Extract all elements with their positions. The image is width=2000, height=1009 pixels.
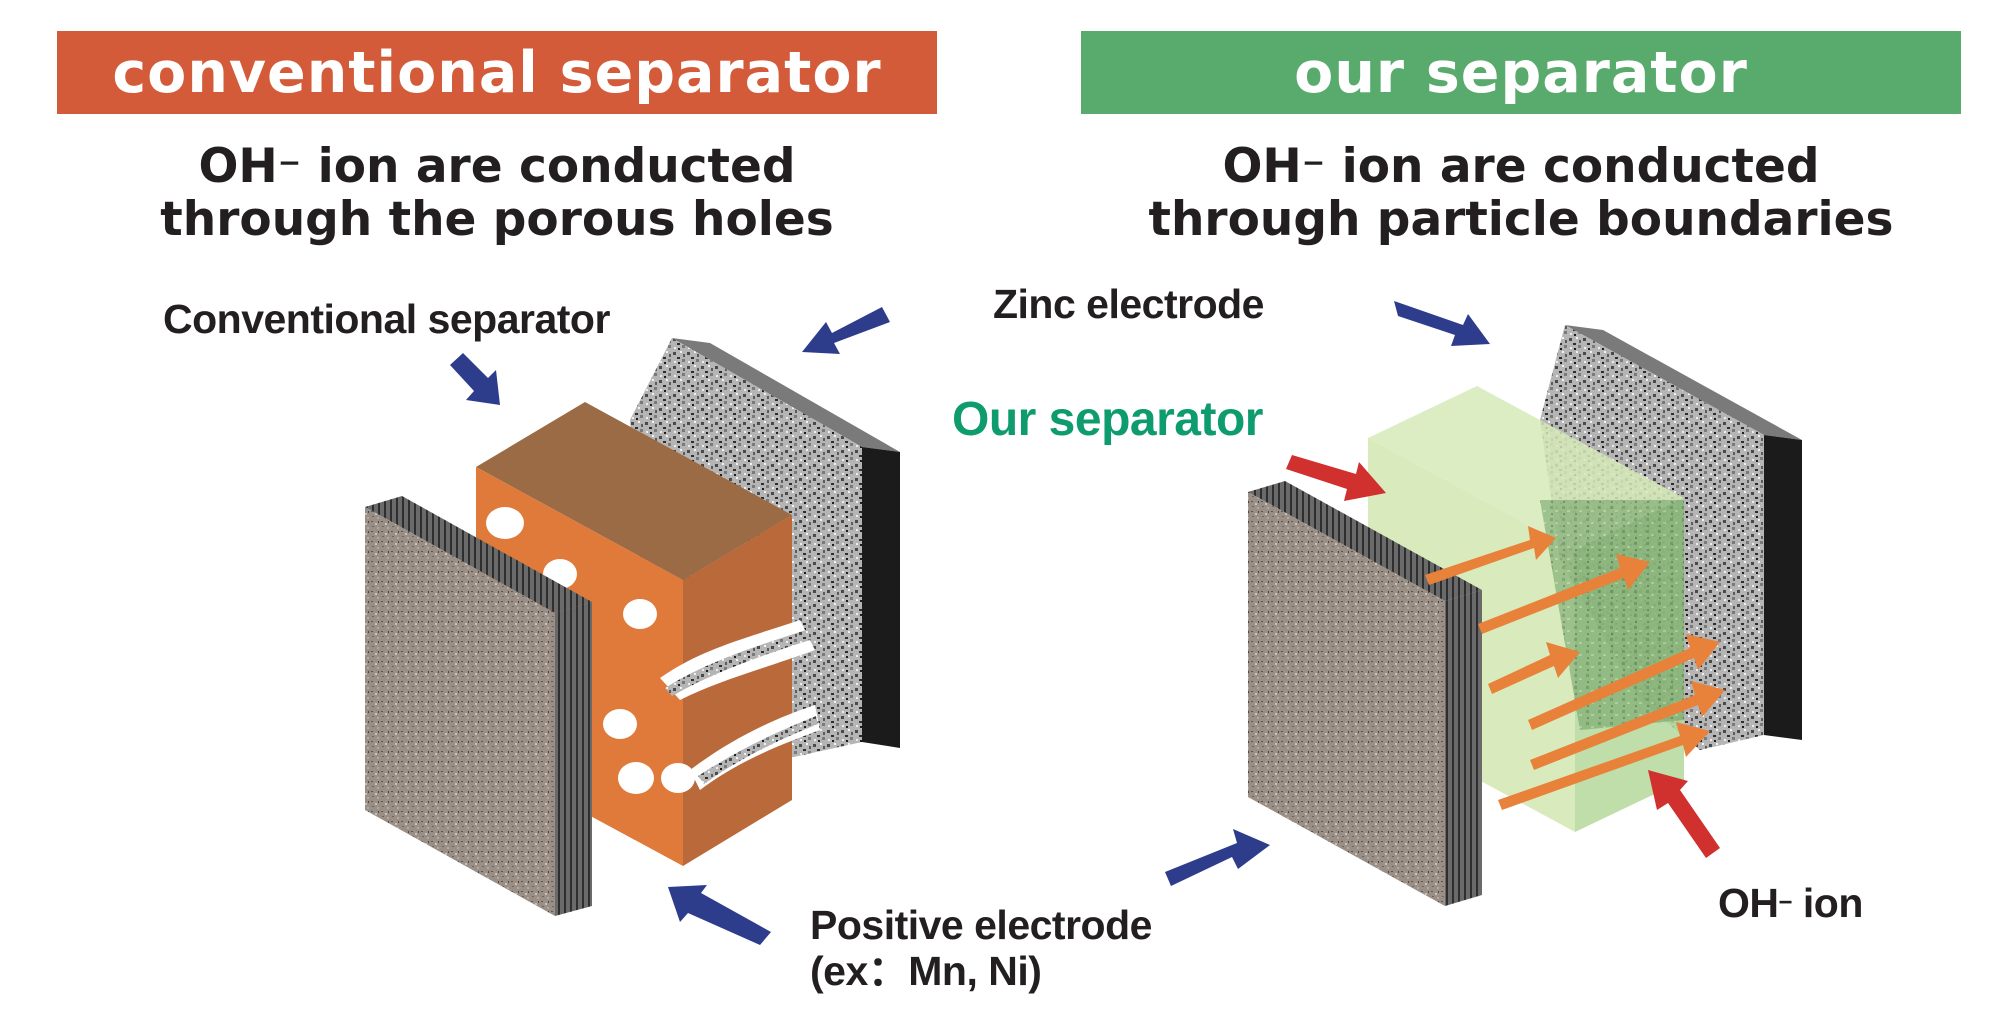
orange-ion-arrow-icon [1488, 642, 1580, 694]
label-positive-electrode-line2: (ex：Mn, Ni) [810, 948, 1042, 994]
caption-our: OH− ion are conducted through particle b… [1081, 140, 1961, 246]
left-positive-electrode [365, 496, 592, 916]
orange-ion-arrows [1425, 526, 1725, 810]
left-assembly [365, 338, 900, 916]
orange-ion-arrow-icon [1528, 634, 1720, 730]
banner-our-separator: our separator [1081, 31, 1961, 114]
red-pointer-arrows [1286, 455, 1720, 858]
label-positive-electrode: Positive electrode (ex：Mn, Ni) [810, 902, 1152, 994]
right-positive-electrode [1248, 481, 1482, 906]
label-zinc-electrode: Zinc electrode [993, 281, 1264, 327]
blue-pointer-arrow-icon [1165, 829, 1270, 886]
caption-our-line2: through particle boundaries [1148, 192, 1894, 247]
red-pointer-arrow-icon [1286, 455, 1386, 501]
banner-our-label: our separator [1294, 39, 1748, 106]
right-assembly [1248, 325, 1802, 906]
label-conventional-separator: Conventional separator [163, 296, 610, 342]
orange-ion-arrow-icon [1425, 526, 1556, 585]
blue-pointer-arrow-icon [668, 885, 771, 945]
blue-pointer-arrow-icon [1394, 301, 1490, 346]
caption-conventional-line2: through the porous holes [160, 192, 834, 247]
orange-ion-arrow-icon [1498, 722, 1710, 810]
caption-our-line1: OH− ion are conducted [1222, 139, 1820, 194]
red-pointer-arrow-icon [1648, 770, 1720, 858]
caption-conventional-line1: OH− ion are conducted [198, 139, 796, 194]
banner-conventional-label: conventional separator [112, 39, 882, 106]
orange-ion-arrow-icon [1478, 554, 1650, 634]
label-oh-ion: OH− ion [1718, 880, 1863, 926]
label-our-separator: Our separator [952, 393, 1263, 446]
blue-pointer-arrow-icon [450, 353, 500, 405]
blue-pointer-arrow-icon [802, 307, 890, 354]
banner-conventional-separator: conventional separator [57, 31, 937, 114]
caption-conventional: OH− ion are conducted through the porous… [57, 140, 937, 246]
label-positive-electrode-line1: Positive electrode [810, 902, 1152, 948]
orange-ion-arrow-icon [1530, 681, 1725, 770]
blue-pointer-arrows [450, 301, 1490, 945]
